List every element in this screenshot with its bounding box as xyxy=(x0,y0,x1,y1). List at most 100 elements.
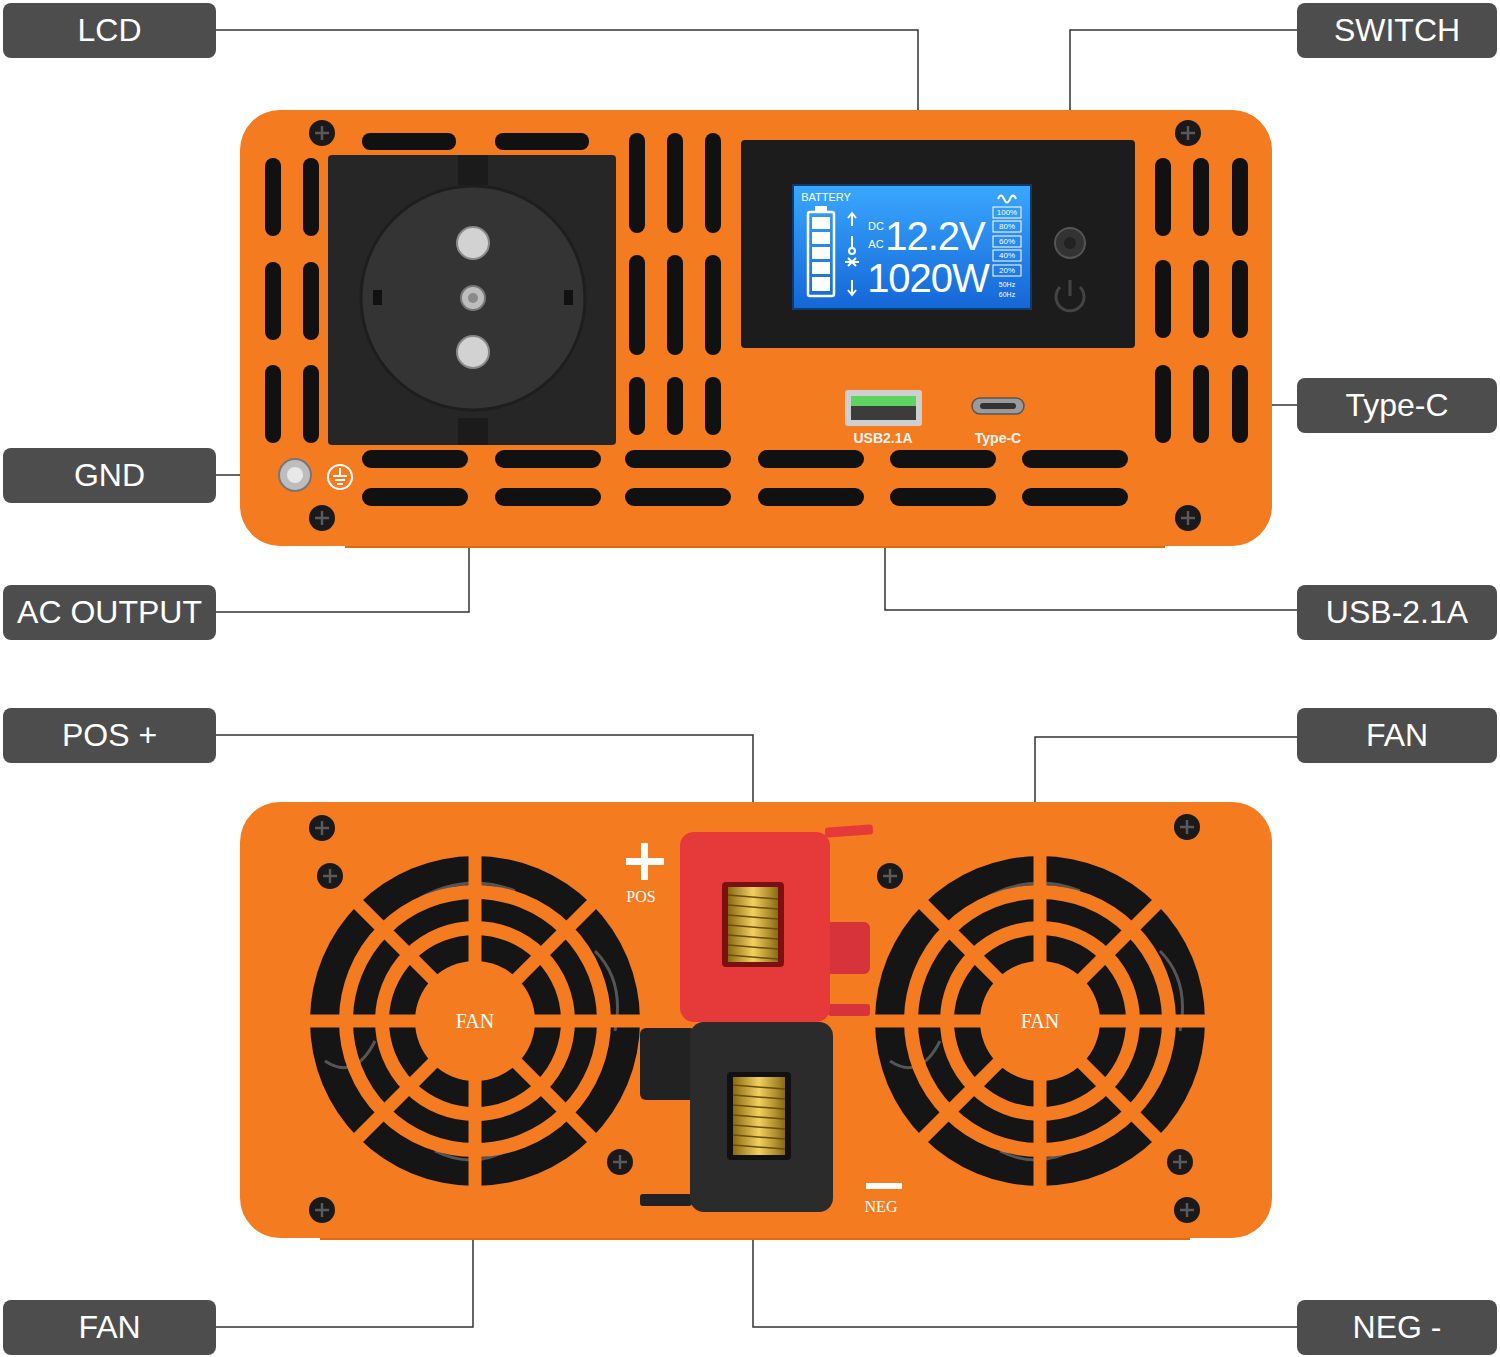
part-label: 20% xyxy=(999,267,1015,275)
callout-label: GND xyxy=(74,458,145,493)
positive-terminal xyxy=(680,832,830,1022)
vent-slots xyxy=(303,262,319,340)
callout-label: NEG - xyxy=(1353,1310,1442,1345)
fan-grille xyxy=(874,855,1206,1187)
part-label: FAN xyxy=(456,1011,495,1031)
vent-slots xyxy=(1193,365,1209,443)
lcd-panel xyxy=(849,248,855,254)
lcd-panel xyxy=(741,140,1135,348)
part-label: DC xyxy=(868,221,884,232)
positive-terminal xyxy=(728,935,778,939)
lcd-panel xyxy=(1055,228,1085,258)
ground-terminal xyxy=(328,465,352,489)
vent-slots xyxy=(1193,158,1209,236)
vent-slots xyxy=(890,488,996,506)
screws xyxy=(1167,1149,1193,1175)
screws xyxy=(1175,505,1201,531)
vent-slots xyxy=(303,158,319,236)
callout-label: FAN xyxy=(78,1310,140,1345)
vent-slots xyxy=(667,255,683,355)
screws xyxy=(1174,814,1200,840)
housing xyxy=(240,110,1272,546)
ground-terminal xyxy=(333,475,347,477)
lcd-panel xyxy=(1064,237,1076,249)
lcd-panel xyxy=(741,140,1135,348)
fan-grille xyxy=(309,855,641,1187)
screws xyxy=(309,120,335,146)
minus-sign xyxy=(866,1183,902,1189)
vent-slots xyxy=(705,377,721,435)
part-label: 60% xyxy=(999,238,1015,246)
lcd-panel xyxy=(993,236,1021,247)
ground-terminal xyxy=(335,479,345,481)
lcd-panel xyxy=(993,207,1021,276)
vent-slots xyxy=(705,255,721,355)
lcd-panel xyxy=(998,196,1016,203)
negative-terminal xyxy=(640,1022,902,1212)
callout-box: Type-C xyxy=(1297,378,1497,433)
lcd-panel xyxy=(845,258,859,266)
vent-slots xyxy=(629,133,645,233)
callout-label: SWITCH xyxy=(1334,13,1460,48)
part-label: NEG xyxy=(865,1199,898,1215)
callout-label: POS + xyxy=(62,718,157,753)
screws xyxy=(1174,1197,1200,1223)
positive-terminal xyxy=(826,922,870,974)
usb-ports xyxy=(851,396,916,420)
vent-slots xyxy=(1232,260,1248,338)
negative-terminal xyxy=(727,1072,791,1160)
callout-box: USB-2.1A xyxy=(1297,585,1497,640)
lcd-panel xyxy=(812,232,830,244)
part-label: BATTERY xyxy=(801,192,851,203)
negative-terminal xyxy=(733,1085,785,1089)
lcd-panel xyxy=(993,207,1021,218)
vent-slots xyxy=(362,450,468,468)
ground-terminal xyxy=(337,483,343,485)
vent-slots xyxy=(1155,158,1171,236)
negative-terminal xyxy=(733,1095,785,1099)
lcd-panel xyxy=(848,213,856,226)
part-label: POS xyxy=(626,889,655,905)
ac-socket xyxy=(457,227,489,259)
negative-terminal xyxy=(733,1125,785,1129)
vent-slots xyxy=(1232,158,1248,236)
positive-terminal xyxy=(728,925,778,929)
part-label: FAN xyxy=(1021,1011,1060,1031)
callout-label: AC OUTPUT xyxy=(17,595,202,630)
vent-slots xyxy=(1232,365,1248,443)
vent-slots xyxy=(362,133,456,150)
callout-box: GND xyxy=(3,448,216,503)
lcd-panel xyxy=(851,236,853,248)
lcd-panel xyxy=(812,277,830,291)
housing xyxy=(240,802,1272,1238)
screws xyxy=(317,863,343,889)
ac-socket xyxy=(361,186,585,410)
negative-terminal xyxy=(640,1028,696,1100)
plus-sign xyxy=(641,843,648,880)
vent-slots xyxy=(758,488,864,506)
vent-slots xyxy=(265,158,281,236)
callout-label: Type-C xyxy=(1345,388,1448,423)
negative-terminal xyxy=(733,1115,785,1119)
callout-box: AC OUTPUT xyxy=(3,585,216,640)
vent-slots xyxy=(1155,365,1171,443)
ac-socket xyxy=(564,290,573,305)
negative-terminal xyxy=(733,1077,785,1155)
back-panel xyxy=(240,802,1272,1240)
part-label: 80% xyxy=(999,223,1015,231)
callout-box: LCD xyxy=(3,3,216,58)
part-label: 50Hz xyxy=(999,281,1015,288)
ac-socket xyxy=(458,418,488,445)
vent-slots xyxy=(303,365,319,443)
front-panel xyxy=(240,110,1272,548)
callout-box: NEG - xyxy=(1297,1300,1497,1355)
lcd-panel xyxy=(812,247,830,259)
vent-slots xyxy=(265,262,281,340)
negative-terminal xyxy=(733,1085,785,1149)
vent-slots xyxy=(705,133,721,233)
part-label: 100% xyxy=(997,209,1017,217)
positive-terminal xyxy=(825,824,874,837)
vent-slots xyxy=(629,377,645,435)
